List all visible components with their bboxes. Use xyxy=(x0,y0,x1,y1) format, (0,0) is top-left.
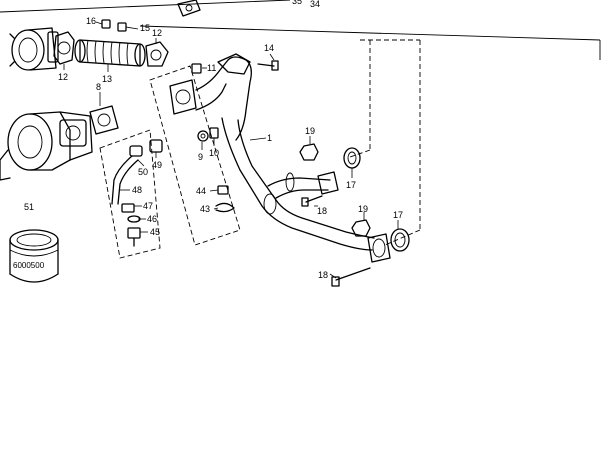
bolt-18-lower xyxy=(331,267,371,287)
turbo-elbow-housing xyxy=(9,27,59,71)
nut-15 xyxy=(117,22,127,32)
label-17-lower: 17 xyxy=(393,210,403,220)
part-labels: 16 15 12 12 13 14 11 8 1 9 10 19 17 18 1… xyxy=(13,0,403,280)
label-10: 10 xyxy=(209,148,219,158)
gasket-12-right xyxy=(145,41,169,67)
union-47 xyxy=(121,203,135,213)
washer-9 xyxy=(197,130,209,142)
leader-lines xyxy=(63,21,399,279)
label-43: 43 xyxy=(200,204,210,214)
nut-19-upper xyxy=(299,143,319,161)
nut-19-lower xyxy=(351,219,371,237)
label-18-lower: 18 xyxy=(318,270,328,280)
sealing-ring-17-upper xyxy=(343,147,361,169)
label-51: 51 xyxy=(24,202,34,212)
label-46: 46 xyxy=(147,214,157,224)
nut-11 xyxy=(191,63,202,74)
label-44: 44 xyxy=(196,186,206,196)
ring-51 xyxy=(9,229,59,283)
label-13: 13 xyxy=(102,74,112,84)
turbocharger xyxy=(0,111,93,181)
label-35: 35 xyxy=(292,0,302,6)
part-code: 6000500 xyxy=(13,261,45,270)
label-14: 14 xyxy=(264,43,274,53)
label-16: 16 xyxy=(86,16,96,26)
label-50: 50 xyxy=(138,167,148,177)
label-17-upper: 17 xyxy=(346,180,356,190)
label-49: 49 xyxy=(152,160,162,170)
label-34: 34 xyxy=(310,0,320,9)
fitting-45 xyxy=(127,227,141,247)
label-15: 15 xyxy=(140,23,150,33)
top-partial-bracket xyxy=(177,0,201,17)
label-11: 11 xyxy=(207,63,216,73)
downpipe-outlet-flange xyxy=(367,233,391,263)
label-47: 47 xyxy=(143,201,153,211)
flex-bellows-13 xyxy=(74,39,146,67)
label-9: 9 xyxy=(198,152,203,162)
gasket-12 xyxy=(53,31,75,65)
frame-lines xyxy=(0,0,601,259)
label-19-lower: 19 xyxy=(358,204,368,214)
label-45: 45 xyxy=(150,227,160,237)
gasket-8 xyxy=(89,105,119,135)
label-12-right: 12 xyxy=(152,28,162,38)
oil-pipe-48 xyxy=(111,155,139,205)
clip-43 xyxy=(215,202,235,213)
downpipe-1 xyxy=(195,53,375,251)
bolt-18-upper xyxy=(301,195,323,207)
bolt-14 xyxy=(257,60,279,71)
label-48: 48 xyxy=(132,185,142,195)
nut-16 xyxy=(101,19,111,29)
label-19-upper: 19 xyxy=(305,126,315,136)
label-18-upper: 18 xyxy=(317,206,327,216)
banjo-50 xyxy=(129,145,143,157)
label-1: 1 xyxy=(267,133,272,143)
downpipe-flange xyxy=(169,79,197,115)
sealing-ring-17-lower xyxy=(390,228,410,252)
label-12-left: 12 xyxy=(58,72,68,82)
label-8: 8 xyxy=(96,82,101,92)
